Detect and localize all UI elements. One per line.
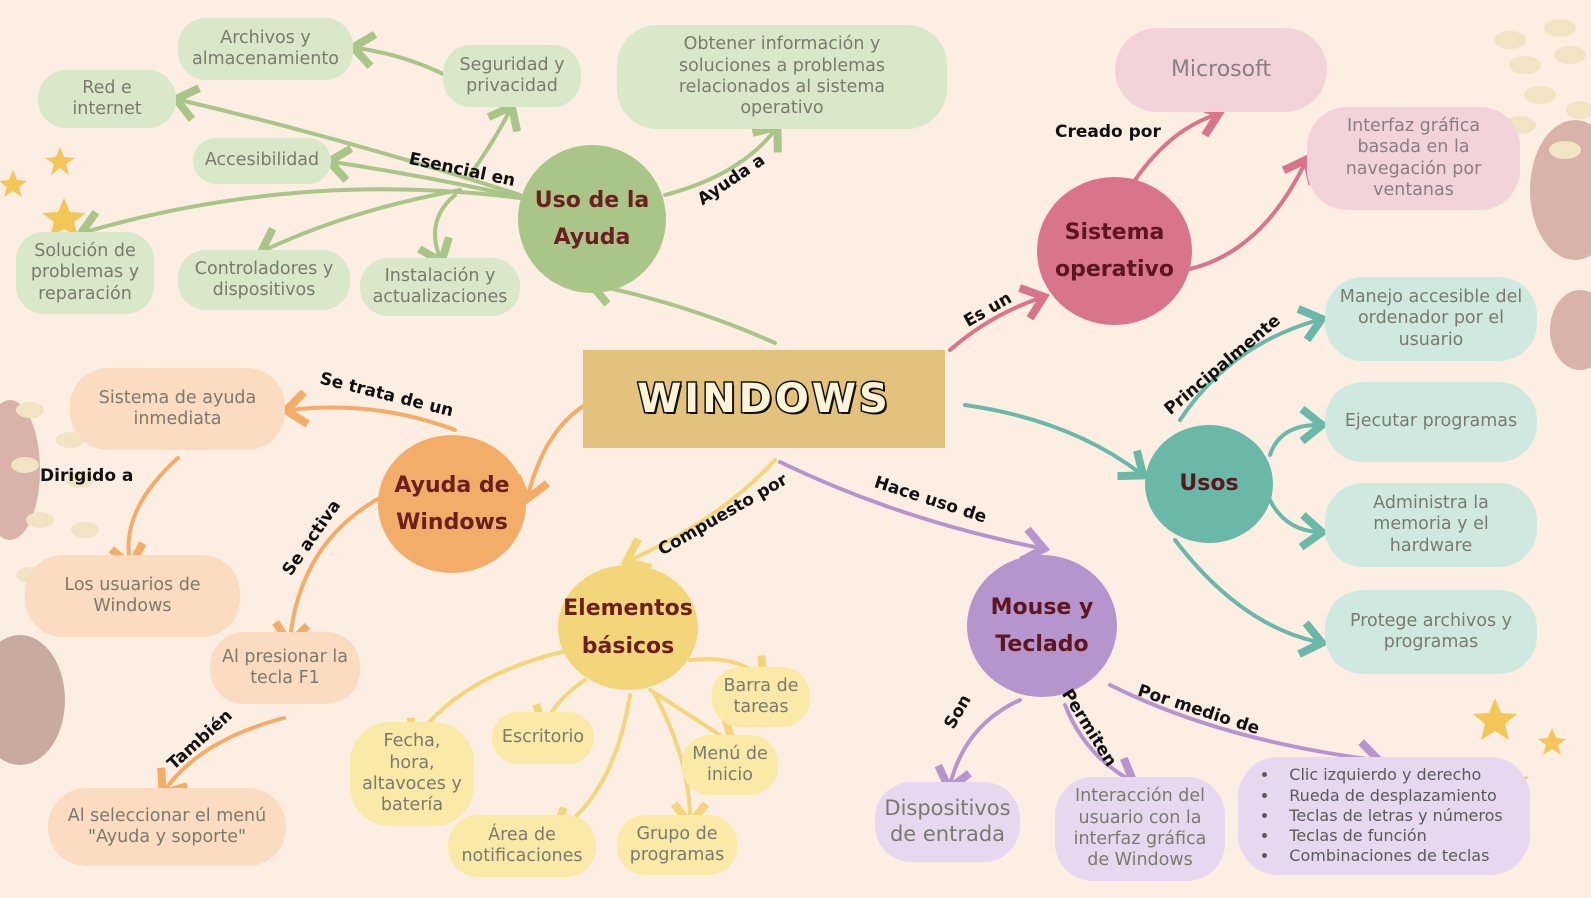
edge-presionar-seleccionar (157, 716, 286, 799)
edge-center-ayuda (584, 269, 777, 345)
deco-dots (11, 19, 1591, 583)
deco-blob-right-mid (1550, 290, 1591, 370)
edge-sistema-usuarios (108, 456, 180, 573)
node-menu: Menú de inicio (682, 735, 778, 795)
medio-list-item: Teclas de función (1279, 826, 1502, 846)
edge-elementos-grupo (653, 693, 710, 831)
medio-list-item: Combinaciones de teclas (1279, 846, 1502, 866)
node-administra: Administra la memoria y el hardware (1325, 483, 1537, 567)
edge-ayuda-obtener (663, 121, 782, 197)
edge-ayuda-controladores (255, 188, 462, 262)
edge-ayuda-seguridad (468, 100, 522, 177)
edge-usos-administra (1268, 498, 1329, 551)
medio-list: Clic izquierdo y derechoRueda de desplaz… (1265, 765, 1502, 867)
medio-list-item: Rueda de desplazamiento (1279, 786, 1502, 806)
node-grupo: Grupo de programas (617, 815, 737, 875)
node-interfaz: Interfaz gráfica basada en la navegación… (1307, 107, 1520, 210)
edge-so-interfaz (1183, 153, 1317, 272)
edge-ayudawin-sistema (279, 389, 457, 432)
medio-list-item: Teclas de letras y números (1279, 806, 1502, 826)
deco-blob-left-bottom (0, 635, 65, 765)
label-creado-por: Creado por (1055, 122, 1161, 142)
node-microsoft: Microsoft (1115, 28, 1327, 112)
hub-sistema-operativo: Sistema operativo (1037, 177, 1192, 325)
node-instalacion: Instalación y actualizaciones (360, 258, 520, 316)
central-topic: WINDOWS (583, 350, 945, 448)
node-ejecutar: Ejecutar programas (1325, 382, 1537, 462)
node-usuarios: Los usuarios de Windows (25, 555, 240, 637)
hub-mouse-teclado: Mouse y Teclado (967, 555, 1117, 697)
edge-usos-protege (1173, 538, 1329, 658)
edge-center-elementos (620, 458, 777, 572)
node-seguridad: Seguridad y privacidad (443, 45, 581, 107)
node-red: Red e internet (38, 70, 176, 128)
edge-so-microsoft (1133, 101, 1225, 182)
node-protege: Protege archivos y programas (1325, 590, 1537, 674)
node-area: Área de notificaciones (448, 815, 596, 877)
edge-ayuda-red (169, 84, 522, 197)
node-controladores: Controladores y dispositivos (178, 250, 350, 310)
edge-center-so (948, 284, 1050, 352)
node-seleccionar: Al seleccionar el menú "Ayuda y soporte" (48, 788, 286, 866)
edge-ayuda-solucion (75, 187, 522, 247)
hub-ayuda-windows: Ayuda de Windows (378, 435, 526, 573)
node-manejo: Manejo accesible del ordenador por el us… (1325, 277, 1537, 361)
medio-list-item: Clic izquierdo y derecho (1279, 765, 1502, 785)
edge-ayuda-accesibilidad (322, 145, 522, 199)
node-medio-list: Clic izquierdo y derechoRueda de desplaz… (1238, 757, 1530, 875)
node-fecha: Fecha, hora, altavoces y batería (350, 722, 474, 826)
edge-seguridad-archivos (346, 31, 447, 77)
node-dispositivos: Dispositivos de entrada (875, 782, 1020, 862)
hub-elementos-basicos: Elementos básicos (558, 565, 698, 690)
node-escritorio: Escritorio (492, 712, 594, 764)
hub-uso-ayuda: Uso de la Ayuda (518, 145, 666, 293)
node-interaccion: Interacción del usuario con la interfaz … (1055, 777, 1225, 881)
edge-center-mouse (778, 460, 1051, 565)
edge-mouse-dispositivos (934, 698, 1022, 796)
label-dirigido-a: Dirigido a (40, 466, 134, 486)
node-obtener: Obtener información y soluciones a probl… (617, 25, 947, 129)
edge-mouse-interaccion (1063, 703, 1140, 791)
node-presionar: Al presionar la tecla F1 (210, 632, 360, 704)
central-title: WINDOWS (636, 375, 891, 424)
edge-usos-manejo (1178, 305, 1329, 422)
hub-usos: Usos (1145, 425, 1273, 543)
edge-center-ayudawin (512, 403, 587, 506)
edge-ayuda-instalacion (417, 193, 457, 268)
edge-ayudawin-presionar (272, 493, 387, 651)
node-sistema-ayuda: Sistema de ayuda inmediata (70, 368, 285, 450)
node-barra: Barra de tareas (712, 667, 810, 727)
edge-mouse-medio (1108, 683, 1386, 778)
node-archivos: Archivos y almacenamiento (178, 18, 353, 80)
node-accesibilidad: Accesibilidad (193, 138, 331, 184)
node-solucion: Solución de problemas y reparación (16, 232, 154, 314)
edge-center-usos (963, 403, 1149, 481)
edge-usos-ejecutar (1268, 405, 1329, 457)
